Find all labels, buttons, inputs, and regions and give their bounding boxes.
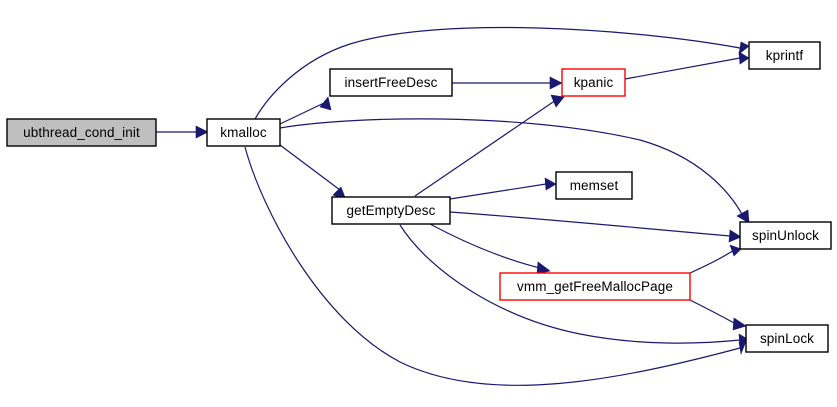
arrowhead-icon (729, 244, 742, 257)
edge-getEmptyDesc-to-spinLock (399, 224, 750, 347)
edges-layer (156, 26, 750, 386)
arrowhead-icon (738, 333, 750, 347)
arrowhead-icon (738, 51, 750, 65)
node-box-insertFreeDesc[interactable] (329, 68, 453, 97)
edge-getEmptyDesc-to-spinUnlock (449, 211, 742, 243)
arrowhead-icon (549, 76, 563, 90)
arrowhead-icon (738, 41, 750, 55)
edge-insertFreeDesc-to-kpanic (452, 76, 563, 90)
node-memset[interactable]: memset (555, 171, 633, 200)
arrowhead-icon (732, 317, 747, 331)
node-vmm_getFreeMallocPage[interactable]: vmm_getFreeMallocPage (499, 272, 691, 301)
node-kprintf[interactable]: kprintf (748, 41, 821, 70)
arrowhead-icon (544, 177, 557, 191)
node-insertFreeDesc[interactable]: insertFreeDesc (329, 68, 453, 97)
edge-line (279, 144, 341, 191)
arrowhead-icon (319, 96, 332, 111)
arrowhead-icon (550, 94, 565, 108)
edge-getEmptyDesc-to-vmm_getFreeMallocPage (429, 223, 551, 275)
edge-kmalloc-to-spinLock (244, 146, 749, 386)
edge-kmalloc-to-getEmptyDesc (279, 144, 347, 201)
edge-vmm_getFreeMallocPage-to-spinUnlock (689, 244, 742, 274)
edge-line (429, 223, 541, 269)
edge-line (254, 26, 741, 120)
edge-kmalloc-to-spinUnlock (279, 118, 750, 224)
node-box-vmm_getFreeMallocPage[interactable] (499, 272, 691, 301)
arrowhead-icon (195, 125, 209, 139)
edge-kmalloc-to-insertFreeDesc (279, 96, 332, 125)
node-kmalloc[interactable]: kmalloc (206, 118, 281, 147)
node-box-kmalloc[interactable] (206, 118, 281, 147)
edge-kpanic-to-kprintf (624, 51, 750, 80)
node-box-memset[interactable] (555, 171, 633, 200)
edge-ubthread_cond_init-to-kmalloc (156, 125, 209, 139)
node-spinLock[interactable]: spinLock (745, 324, 829, 353)
edge-line (449, 211, 731, 237)
node-box-kprintf[interactable] (748, 41, 821, 70)
node-kpanic[interactable]: kpanic (561, 68, 626, 97)
edge-getEmptyDesc-to-memset (449, 177, 557, 200)
edge-line (414, 99, 557, 197)
edge-kmalloc-to-kprintf (254, 26, 750, 120)
nodes-layer: ubthread_cond_init kmalloc insertFreeDesc k… (6, 41, 832, 353)
node-box-spinUnlock[interactable] (739, 221, 832, 250)
edge-line (279, 102, 325, 125)
node-ubthread_cond_init[interactable]: ubthread_cond_init (6, 118, 157, 147)
edge-getEmptyDesc-to-kpanic (414, 94, 565, 197)
node-spinUnlock[interactable]: spinUnlock (739, 221, 832, 250)
node-box-getEmptyDesc[interactable] (331, 196, 451, 225)
edge-line (689, 249, 735, 274)
arrowhead-icon (728, 229, 742, 243)
node-getEmptyDesc[interactable]: getEmptyDesc (331, 196, 451, 225)
node-box-spinLock[interactable] (745, 324, 829, 353)
node-box-kpanic[interactable] (561, 68, 626, 97)
edge-line (399, 224, 741, 344)
edge-line (624, 57, 741, 80)
node-box-ubthread_cond_init[interactable] (6, 118, 157, 147)
edge-line (689, 299, 737, 325)
edge-vmm_getFreeMallocPage-to-spinLock (689, 299, 747, 331)
arrowhead-icon (736, 209, 750, 224)
edge-line (449, 183, 547, 200)
edge-line (244, 146, 741, 386)
arrowhead-icon (536, 261, 551, 275)
edge-line (279, 118, 744, 217)
